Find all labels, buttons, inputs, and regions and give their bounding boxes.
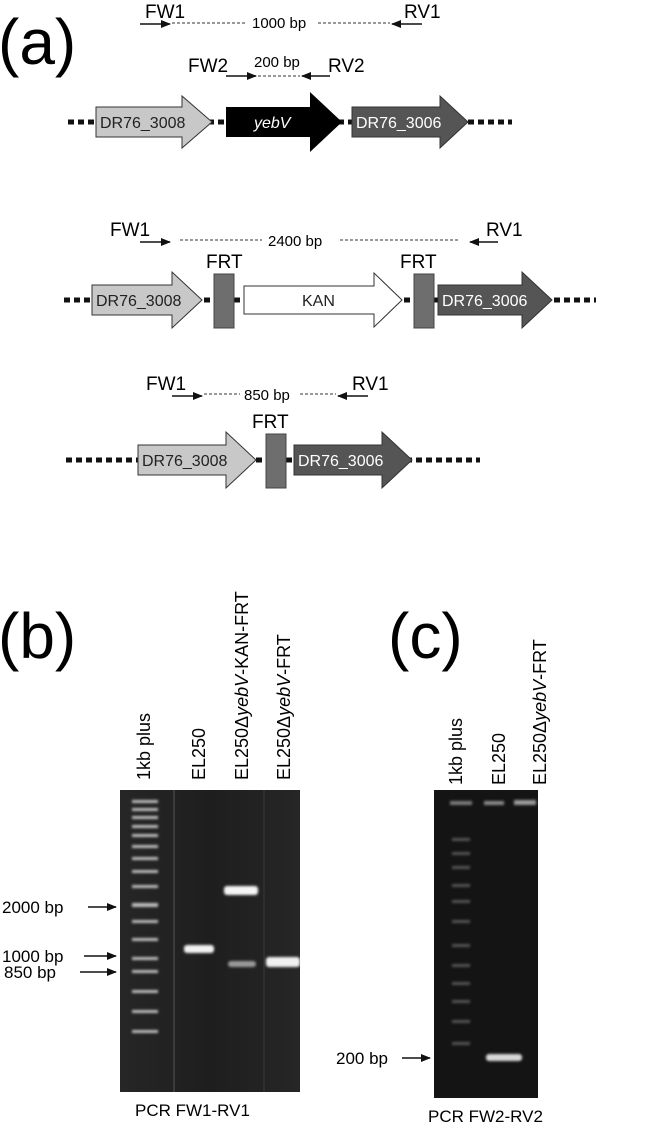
panel-b-lane-labels: 1kb plus EL250 EL250ΔyebV-KAN-FRT EL250Δ… [134,591,294,780]
ladder-bands [132,800,158,1033]
rv2-label: RV2 [328,56,365,77]
rv1-label: RV1 [352,374,389,395]
marker-label: 200 bp [336,1049,388,1068]
gene-label: DR76_3008 [96,293,182,310]
gel-c-background [434,790,538,1098]
frt-label: FRT [400,252,437,273]
band-frt-850bp [266,957,300,967]
wt-construct: FW1 1000 bp RV1 FW2 200 bp RV2 DR76_3008… [68,2,512,152]
rv1-label: RV1 [404,2,441,23]
lane-label: EL250ΔyebV-FRT [530,639,550,785]
gene-label: yebV [253,115,292,132]
panel-c-letter: (c) [388,600,463,672]
marker-label: 1000 bp [2,947,63,966]
lane-label: EL250ΔyebV-FRT [274,634,294,780]
panel-b-caption: PCR FW1-RV1 [135,1101,250,1120]
frt-label: FRT [206,252,243,273]
gel-b [120,790,300,1092]
frt-label: FRT [252,412,289,433]
marker-label: 2000 bp [2,898,63,917]
frt-box [213,273,235,329]
gene-label: KAN [302,293,335,310]
gene-arrow-dr76-3008 [91,270,203,330]
panel-a-letter: (a) [0,6,76,78]
marker-label: 850 bp [4,963,56,982]
panel-c-caption: PCR FW2-RV2 [428,1107,543,1126]
lane-label: EL250ΔyebV-KAN-FRT [232,591,252,780]
gene-label: DR76_3006 [442,293,528,310]
fw1-label: FW1 [145,2,185,23]
rv1-label: RV1 [486,220,523,241]
gene-arrow-dr76-3006 [351,94,469,150]
panel-b-letter: (b) [0,600,76,672]
gene-label: DR76_3006 [298,453,384,470]
gene-label: DR76_3006 [356,115,442,132]
ladder-bands [452,838,470,1045]
fw2-label: FW2 [188,56,228,77]
gene-arrow-kan [243,271,403,329]
panel-c-lane-labels: 1kb plus EL250 EL250ΔyebV-FRT [446,639,550,785]
fw1-label: FW1 [110,220,150,241]
size-label: 2400 bp [268,233,322,250]
size-label: 1000 bp [252,15,306,32]
lane-label: 1kb plus [446,718,466,785]
size-label: 850 bp [244,387,290,404]
gene-arrow-dr76-3006 [437,270,553,330]
lane-label: 1kb plus [134,713,154,780]
frt-box [413,273,435,329]
band-el250-1000bp [184,945,214,953]
gene-arrow-dr76-3008 [95,94,213,150]
lane-label: EL250 [489,733,509,785]
frt-box [265,433,287,489]
gene-arrow-dr76-3006 [293,430,413,490]
fw1-label: FW1 [146,374,186,395]
gel-c [434,790,538,1098]
kan-construct: FW1 2400 bp RV1 DR76_3008 FRT KAN FRT DR… [64,220,596,330]
band-kan-2400bp [224,886,258,895]
panel-b-markers: 2000 bp 1000 bp 850 bp [2,898,117,982]
gene-label: DR76_3008 [100,115,186,132]
gene-arrow-dr76-3008 [137,430,257,490]
lane-label: EL250 [189,728,209,780]
band-el250-200bp [486,1054,522,1061]
size-label: 200 bp [254,54,300,71]
band-kan-850bp [228,961,256,967]
gene-arrow-yebv [226,92,342,152]
panel-c-markers: 200 bp [336,1049,431,1068]
frt-construct: FW1 850 bp RV1 DR76_3008 FRT DR76_3006 [66,374,480,490]
gene-label: DR76_3008 [142,453,228,470]
